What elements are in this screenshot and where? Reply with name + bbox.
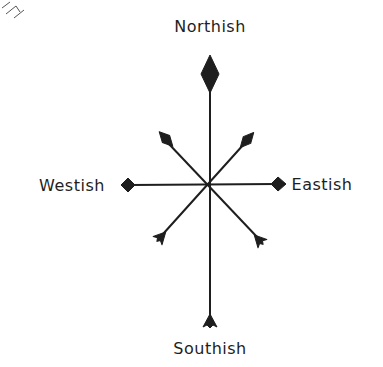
ne-sw-line [163,144,244,234]
northwest-head [156,128,177,149]
nw-se-line [168,143,258,238]
southeast-tail [250,231,268,249]
direction-label: Northish [174,17,246,36]
direction-label: Southish [173,339,246,358]
sketch-strokes [2,2,24,18]
east-head [271,177,286,191]
arrow-heads [121,55,286,192]
southwest-tail [153,228,171,246]
direction-label: Eastish [292,175,353,194]
direction-label: Westish [39,176,105,195]
north-south-line [209,90,211,322]
west-head [121,178,135,192]
compass-lines [130,90,277,322]
arrow-tails [153,228,268,328]
northeast-head [237,129,258,151]
corner-sketch [2,2,24,18]
west-east-line [130,184,277,185]
south-tail [203,314,217,328]
north-head [201,55,219,93]
